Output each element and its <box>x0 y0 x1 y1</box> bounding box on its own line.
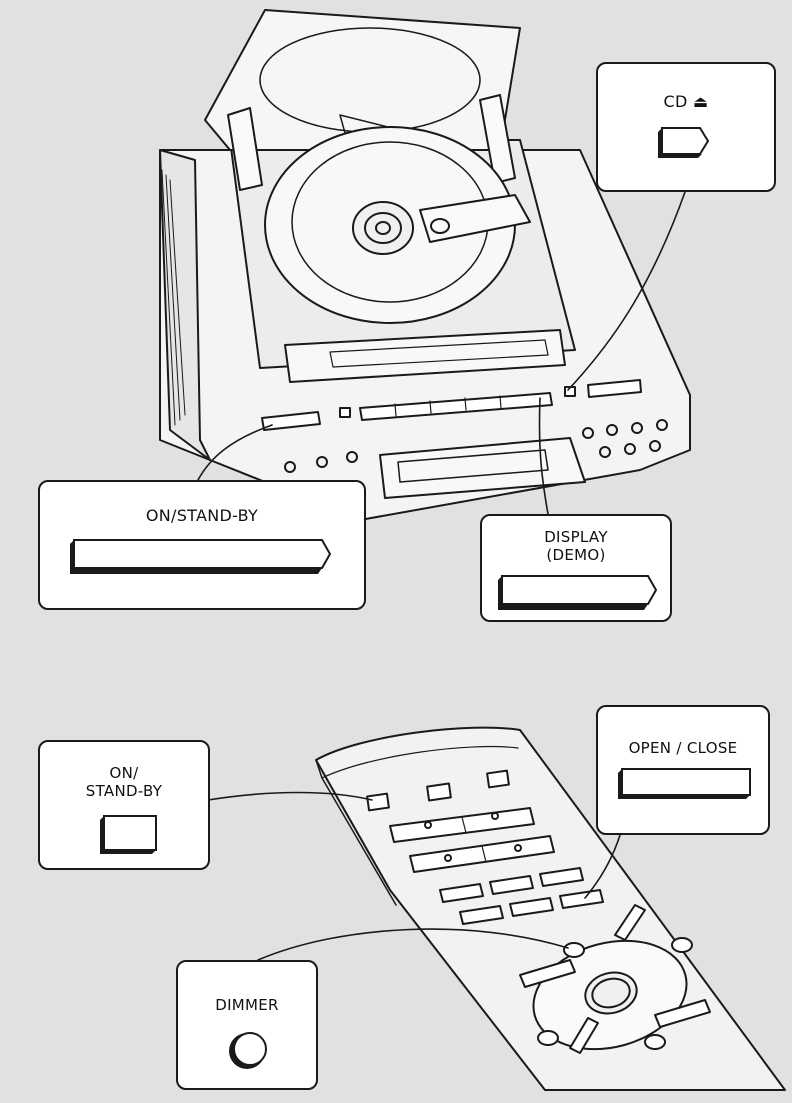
on-standby-button-icon <box>66 534 338 578</box>
open-close-button-icon <box>616 765 756 805</box>
on-standby-label: ON/STAND-BY <box>40 506 364 525</box>
display-label-line1: DISPLAY <box>482 528 670 546</box>
remote-dimmer-button <box>564 943 584 957</box>
display-button-icon <box>494 570 662 614</box>
callout-remote-on-standby: ON/ STAND-BY <box>38 740 210 870</box>
remote-on-label-line2: STAND-BY <box>40 782 208 800</box>
dimmer-label: DIMMER <box>178 996 316 1014</box>
display-label-line2: (DEMO) <box>482 546 670 564</box>
cd-spindle <box>353 202 413 254</box>
callout-cd-eject: CD ⏏ <box>596 62 776 192</box>
dimmer-button-icon <box>226 1028 272 1074</box>
remote-on-button-icon <box>98 812 162 858</box>
remote-on-label-line1: ON/ <box>40 764 208 782</box>
callout-dimmer: DIMMER <box>176 960 318 1090</box>
open-close-label: OPEN / CLOSE <box>598 739 768 757</box>
cd-eject-label: CD ⏏ <box>598 92 774 111</box>
callout-open-close: OPEN / CLOSE <box>596 705 770 835</box>
callout-on-standby: ON/STAND-BY <box>38 480 366 610</box>
cd-eject-button-icon <box>656 120 712 162</box>
callout-display: DISPLAY (DEMO) <box>480 514 672 622</box>
